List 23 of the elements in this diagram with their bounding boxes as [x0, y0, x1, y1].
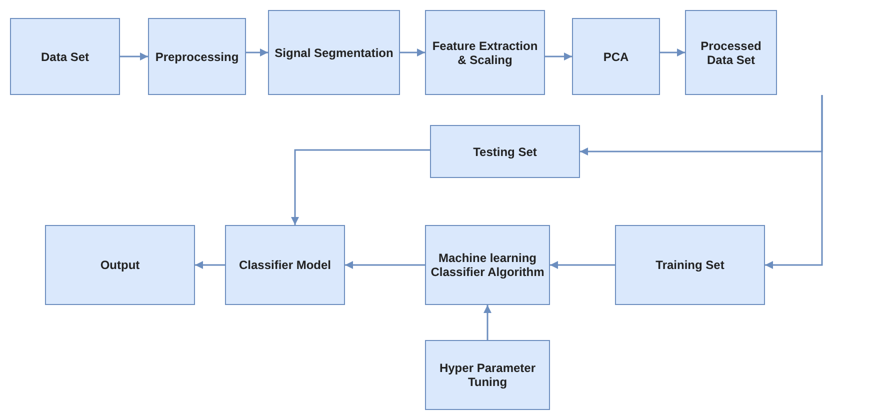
arrow: [550, 261, 615, 269]
arrow: [345, 261, 425, 269]
arrow: [120, 52, 148, 60]
arrow: [660, 48, 685, 56]
process-box: Preprocessing: [148, 18, 246, 95]
arrow: [246, 48, 268, 56]
process-box: Training Set: [615, 225, 765, 305]
arrow: [195, 261, 225, 269]
arrow: [400, 48, 425, 56]
process-box: Classifier Model: [225, 225, 345, 305]
process-box: Hyper Parameter Tuning: [425, 340, 550, 410]
process-box: Data Set: [10, 18, 120, 95]
process-box: Processed Data Set: [685, 10, 777, 95]
process-box: Testing Set: [430, 125, 580, 178]
arrow: [484, 305, 492, 340]
arrow: [291, 149, 430, 225]
process-box: Signal Segmentation: [268, 10, 400, 95]
process-box: PCA: [572, 18, 660, 95]
process-box: Output: [45, 225, 195, 305]
process-box: Feature Extraction & Scaling: [425, 10, 545, 95]
process-box: Machine learning Classifier Algorithm: [425, 225, 550, 305]
arrow: [545, 52, 572, 60]
arrow: [765, 95, 823, 269]
